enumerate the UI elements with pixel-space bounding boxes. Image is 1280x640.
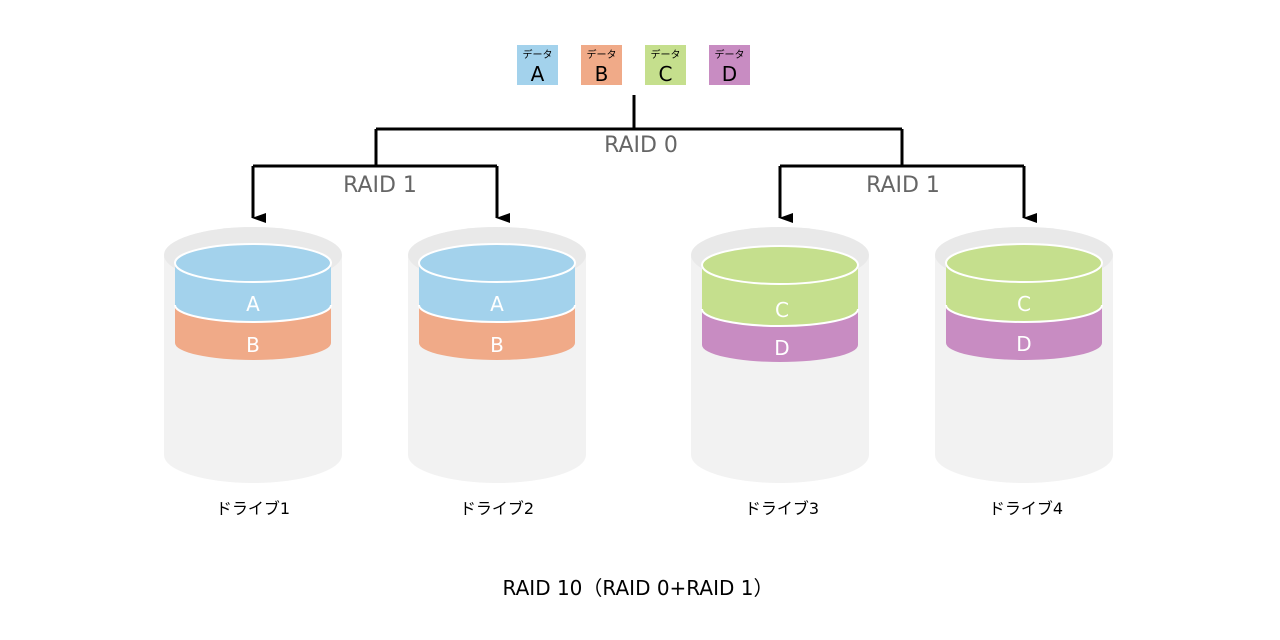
drive-4-name: ドライブ4 (989, 499, 1063, 518)
drive-1-name: ドライブ1 (216, 499, 290, 518)
data-block-a-prefix: データ (523, 48, 553, 61)
data-block-d-letter: D (722, 62, 737, 86)
data-block-d-prefix: データ (715, 48, 745, 61)
drive-3-top-label: C (775, 298, 789, 322)
raid0-label: RAID 0 (604, 133, 678, 158)
drive-1-disk-surface (174, 243, 332, 283)
drive-2-bottom-label: B (490, 333, 504, 357)
data-block-c-prefix: データ (651, 48, 681, 61)
raid1-left-label: RAID 1 (343, 173, 417, 198)
drive-1-top-label: A (246, 292, 260, 316)
drive-2-top-label: A (490, 292, 504, 316)
data-block-b-prefix: データ (587, 48, 617, 61)
diagram-caption: RAID 10（RAID 0+RAID 1） (503, 576, 774, 600)
data-block-b-letter: B (595, 62, 609, 86)
drive-3-divider (701, 308, 859, 327)
drive-4-top-label: C (1017, 292, 1031, 316)
drive-1-bottom-label: B (246, 333, 260, 357)
data-block-d-swatch (709, 45, 750, 85)
drive-1-divider (174, 304, 332, 323)
drive-3: C D ドライブ3 (691, 227, 869, 518)
data-block-c: データ C (645, 45, 686, 86)
drive-2: A B ドライブ2 (408, 227, 586, 518)
data-block-b: データ B (581, 45, 622, 86)
drive-2-divider (418, 304, 576, 323)
drive-4: C D ドライブ4 (935, 227, 1113, 518)
drive-1: A B ドライブ1 (164, 227, 342, 518)
data-block-d: データ D (709, 45, 750, 86)
data-block-c-swatch (645, 45, 686, 85)
data-block-c-letter: C (659, 62, 673, 86)
drive-3-disk-surface (701, 245, 859, 285)
drive-3-bottom-label: D (774, 336, 789, 360)
data-block-a-swatch (517, 45, 558, 85)
data-block-a: データ A (517, 45, 558, 86)
data-block-a-letter: A (531, 62, 545, 86)
drive-4-bottom-label: D (1016, 332, 1031, 356)
data-block-b-swatch (581, 45, 622, 85)
raid1-right-label: RAID 1 (866, 173, 940, 198)
drive-2-name: ドライブ2 (460, 499, 534, 518)
drive-4-disk-surface (945, 243, 1103, 283)
drive-3-name: ドライブ3 (745, 499, 819, 518)
drive-4-divider (945, 304, 1103, 323)
connector-lines (251, 95, 1037, 223)
drive-2-disk-surface (418, 243, 576, 283)
